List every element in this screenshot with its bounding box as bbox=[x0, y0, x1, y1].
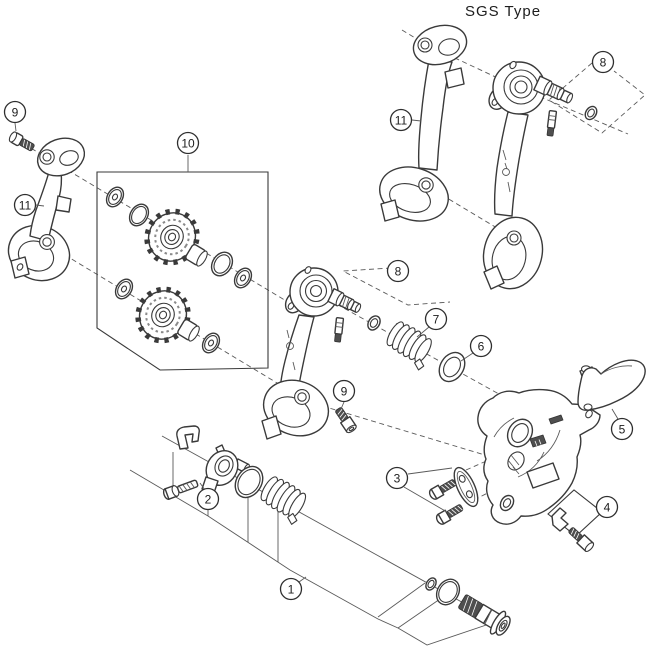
svg-text:8: 8 bbox=[395, 265, 402, 279]
callout-9-middle: 9 bbox=[332, 379, 356, 403]
cage-axle bbox=[533, 75, 574, 104]
adapter-screw bbox=[428, 479, 457, 500]
outer-cage-plate-gs bbox=[261, 266, 362, 440]
callout-9-upper-left: 9 bbox=[3, 100, 27, 124]
b-tension-screw bbox=[162, 479, 199, 500]
svg-text:5: 5 bbox=[619, 423, 626, 437]
svg-text:8: 8 bbox=[600, 56, 607, 70]
b-tension-spring bbox=[260, 476, 307, 525]
p-tension-spring bbox=[386, 321, 432, 371]
svg-text:9: 9 bbox=[341, 385, 348, 399]
pulley-bushing bbox=[185, 244, 208, 267]
axle-o-ring bbox=[367, 315, 381, 331]
b-tension-group bbox=[162, 425, 307, 525]
cage-pin-bolt bbox=[334, 317, 345, 343]
xt-logo bbox=[529, 434, 547, 448]
adapter-screw bbox=[435, 504, 464, 525]
cable-guide-plate bbox=[577, 359, 646, 411]
svg-text:11: 11 bbox=[19, 199, 32, 213]
callout-11-left: 11 bbox=[13, 193, 37, 217]
pulley-washer bbox=[233, 267, 253, 289]
cable-fixing-plate bbox=[551, 507, 569, 532]
outer-cage-plate-sgs bbox=[482, 60, 598, 290]
callout-8-middle: 8 bbox=[386, 259, 410, 283]
callout-3: 3 bbox=[385, 466, 409, 490]
adapter-plate bbox=[453, 466, 479, 508]
b-axle-bolt bbox=[458, 594, 511, 636]
svg-text:3: 3 bbox=[394, 472, 401, 486]
cage-plate-bolt bbox=[8, 131, 35, 152]
tension-pulley-assembly bbox=[114, 278, 221, 354]
axle-washer bbox=[584, 105, 598, 121]
pulley-seal-ring bbox=[128, 203, 150, 227]
callout-8-upper: 8 bbox=[591, 50, 615, 74]
diagram-title: SGS Type bbox=[465, 3, 541, 20]
pulley-set-box bbox=[96, 155, 269, 371]
pulley-washer bbox=[114, 278, 134, 300]
svg-text:9: 9 bbox=[12, 106, 19, 120]
svg-text:6: 6 bbox=[478, 340, 485, 354]
callout-2: 2 bbox=[196, 487, 220, 511]
c-clip bbox=[176, 425, 200, 450]
callout-10: 10 bbox=[176, 131, 200, 155]
pulley-seal-ring bbox=[210, 251, 234, 277]
callout-7: 7 bbox=[424, 307, 448, 331]
svg-text:11: 11 bbox=[395, 114, 408, 128]
cable-fixing-bolt bbox=[568, 527, 595, 553]
small-ring bbox=[425, 577, 437, 591]
svg-text:2: 2 bbox=[205, 493, 212, 507]
main-body bbox=[477, 388, 601, 525]
b-axle-group bbox=[425, 577, 511, 636]
guide-pulley bbox=[144, 208, 200, 266]
pulley-washer bbox=[105, 186, 125, 208]
pulley-bushing bbox=[177, 319, 200, 342]
cage-pin-bolt bbox=[546, 109, 558, 137]
callout-11-upper: 11 bbox=[389, 108, 413, 132]
cage-stop-screw bbox=[335, 407, 357, 434]
callout-1: 1 bbox=[279, 577, 303, 601]
b-o-ring bbox=[234, 465, 264, 499]
svg-text:1: 1 bbox=[288, 583, 295, 597]
callout-6: 6 bbox=[469, 334, 493, 358]
guide-pulley-assembly bbox=[105, 186, 253, 289]
large-o-ring bbox=[435, 578, 461, 606]
inner-cage-plate-sgs bbox=[379, 24, 468, 222]
svg-text:4: 4 bbox=[604, 501, 611, 515]
callout-5: 5 bbox=[610, 417, 634, 441]
callout-4: 4 bbox=[595, 495, 619, 519]
svg-text:10: 10 bbox=[181, 137, 195, 151]
pulley-washer bbox=[201, 332, 221, 354]
svg-text:7: 7 bbox=[433, 313, 440, 327]
inner-cage-plate-left bbox=[7, 137, 86, 282]
cage-axle bbox=[327, 288, 362, 313]
adapter-screw-group bbox=[428, 466, 479, 525]
seal-ring bbox=[438, 351, 466, 383]
